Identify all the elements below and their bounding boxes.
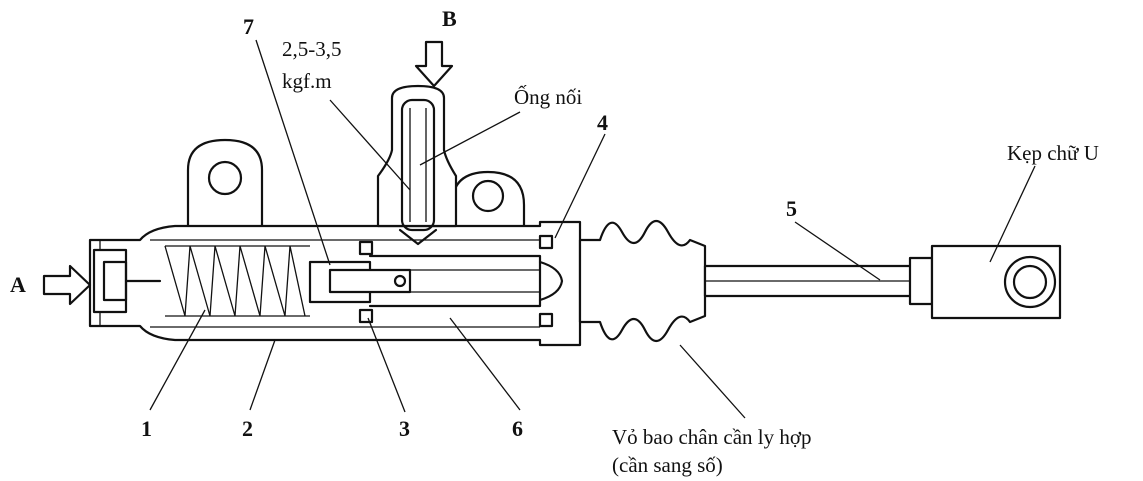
seal-4: [538, 234, 554, 328]
label-boot-line1: Vỏ bao chân cần ly hợp: [612, 425, 811, 449]
leader-3: [367, 317, 406, 413]
leader-7: [255, 39, 331, 266]
label-4: 4: [597, 110, 608, 135]
return-spring: [164, 245, 310, 317]
label-connector: Ống nối: [514, 85, 582, 109]
connector-pipe: [376, 84, 458, 246]
label-boot-line2: (cần sang số): [612, 453, 723, 477]
label-3: 3: [399, 416, 410, 441]
label-2: 2: [242, 416, 253, 441]
label-u-clamp: Kẹp chữ U: [1007, 141, 1099, 165]
rubber-boot: [578, 219, 707, 343]
label-b: B: [442, 6, 457, 31]
leader-4: [554, 133, 606, 239]
leader-6: [449, 317, 521, 411]
arrow-a: [42, 264, 92, 306]
piston: [308, 240, 412, 324]
leader-5: [794, 221, 881, 281]
label-6: 6: [512, 416, 523, 441]
label-5: 5: [786, 196, 797, 221]
arrow-b: [414, 40, 454, 88]
leader-torque: [329, 99, 411, 191]
leader-1: [149, 309, 206, 411]
u-clamp: [930, 244, 1062, 320]
leader-2: [249, 339, 276, 411]
mounting-flange-right: [450, 170, 526, 230]
leader-lines: [149, 39, 1036, 419]
label-torque-unit: kgf.m: [282, 69, 332, 93]
push-rod-sleeve: [368, 254, 564, 308]
label-a: A: [10, 272, 26, 297]
push-rod: [703, 256, 934, 306]
label-torque-value: 2,5-3,5: [282, 37, 342, 61]
label-1: 1: [141, 416, 152, 441]
label-7: 7: [243, 14, 254, 39]
end-cap-left: [92, 248, 162, 314]
leader-u-clamp: [989, 165, 1036, 263]
leader-boot: [679, 344, 746, 419]
leader-connector: [419, 111, 521, 166]
mounting-flange-left: [186, 138, 264, 230]
